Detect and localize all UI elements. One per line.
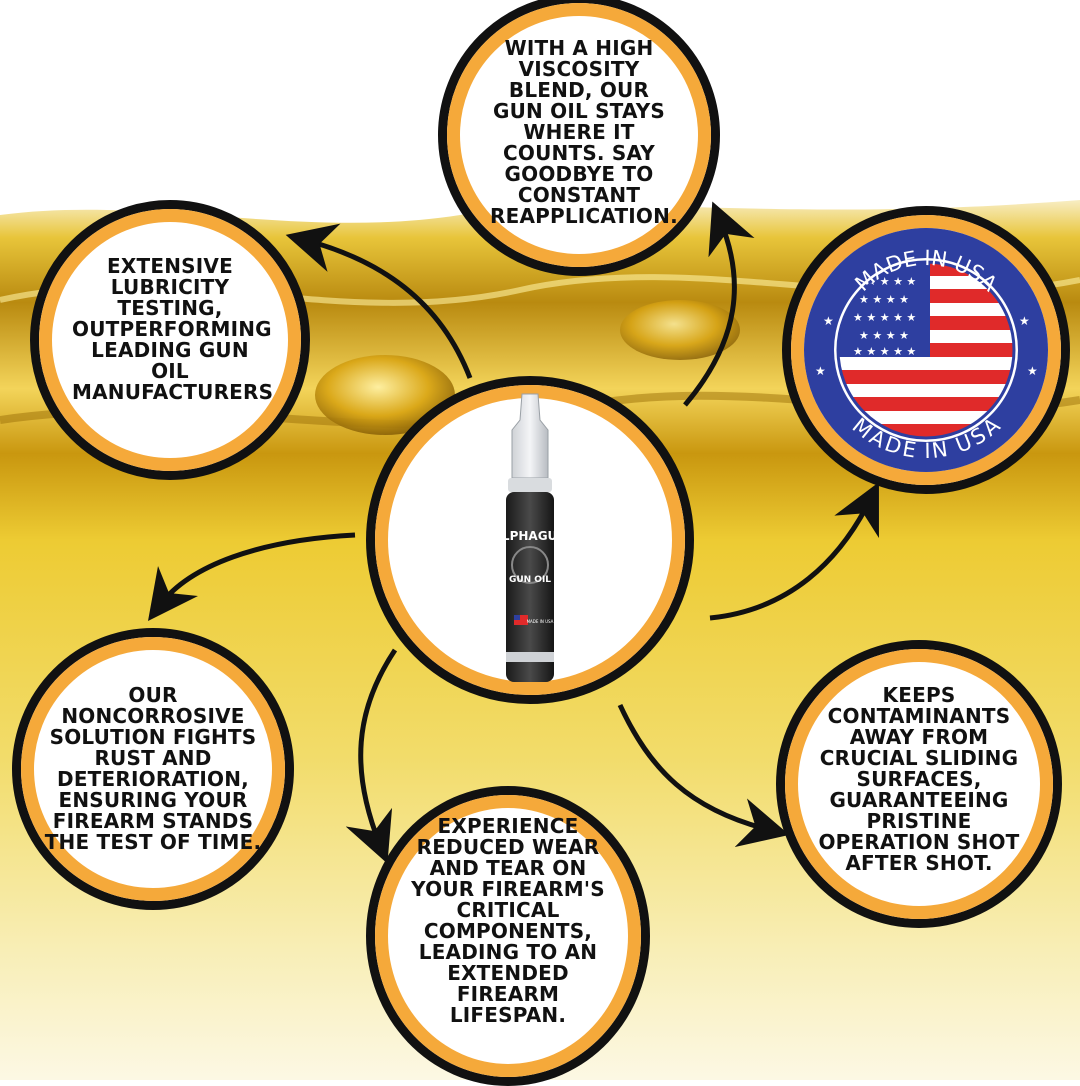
product-name-text: GUN OIL xyxy=(509,575,551,585)
feature-lubricity-circle: EXTENSIVE LUBRICITY TESTING, OUTPERFORMI… xyxy=(30,200,310,480)
svg-text:★ ★ ★ ★: ★ ★ ★ ★ xyxy=(859,329,909,342)
feature-noncorrosive-circle: OUR NONCORROSIVE SOLUTION FIGHTS RUST AN… xyxy=(12,628,294,910)
product-brand-text: ALPHAGUN xyxy=(493,529,568,543)
feature-wear-text: EXPERIENCE REDUCED WEAR AND TEAR ON YOUR… xyxy=(411,814,605,1027)
feature-lubricity-text: EXTENSIVE LUBRICITY TESTING, OUTPERFORMI… xyxy=(72,253,274,404)
feature-viscosity-text: WITH A HIGH VISCOSITY BLEND, OUR GUN OIL… xyxy=(490,35,678,228)
svg-text:★ ★ ★ ★ ★: ★ ★ ★ ★ ★ xyxy=(853,311,916,324)
arrow-to-badge xyxy=(709,482,879,621)
made-in-usa-badge-circle: ★ ★ ★ ★ ★ ★ ★ ★ ★ ★ ★ ★ ★ ★ ★ ★ ★ ★ ★ ★ … xyxy=(782,206,1070,494)
svg-text:★ ★ ★ ★: ★ ★ ★ ★ xyxy=(859,293,909,306)
feature-contaminants-text: KEEPS CONTAMINANTS AWAY FROM CRUCIAL SLI… xyxy=(818,682,1020,875)
svg-text:★: ★ xyxy=(815,364,826,378)
product-flag-label: MADE IN USA xyxy=(527,619,554,624)
arrow-to-noncorrosive xyxy=(147,532,356,621)
feature-noncorrosive-text: OUR NONCORROSIVE SOLUTION FIGHTS RUST AN… xyxy=(44,683,262,854)
product-center-circle: ALPHAGUN GUN OIL MADE IN USA xyxy=(366,376,694,704)
arrow-to-lubricity xyxy=(285,223,473,379)
feature-wear-circle: EXPERIENCE REDUCED WEAR AND TEAR ON YOUR… xyxy=(366,786,650,1086)
svg-text:★ ★ ★ ★ ★: ★ ★ ★ ★ ★ xyxy=(853,345,916,358)
svg-text:★: ★ xyxy=(1027,364,1038,378)
feature-viscosity-circle: WITH A HIGH VISCOSITY BLEND, OUR GUN OIL… xyxy=(438,0,720,276)
gun-oil-bottle-image: ALPHAGUN GUN OIL MADE IN USA xyxy=(493,393,568,682)
us-flag-icon: ★ ★ ★ ★ ★ ★ ★ ★ ★ ★ ★ ★ ★ ★ ★ ★ ★ ★ ★ ★ … xyxy=(804,228,1048,472)
arrow-to-viscosity xyxy=(683,201,755,407)
arrow-to-contaminants xyxy=(617,703,790,847)
svg-text:★: ★ xyxy=(1019,314,1030,328)
svg-text:★: ★ xyxy=(823,314,834,328)
arrow-to-wear xyxy=(345,648,398,864)
feature-contaminants-circle: KEEPS CONTAMINANTS AWAY FROM CRUCIAL SLI… xyxy=(776,640,1062,928)
